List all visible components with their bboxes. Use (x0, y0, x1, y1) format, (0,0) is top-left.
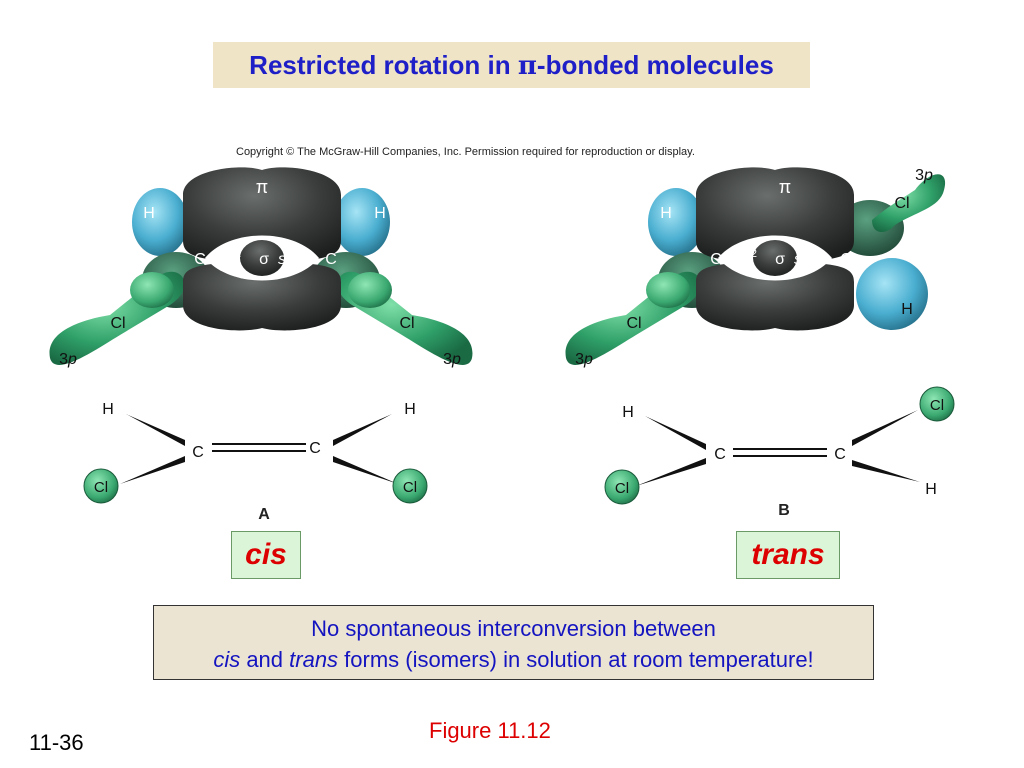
carbon-label: C (194, 251, 206, 268)
cis-label-box: cis (231, 531, 301, 579)
hydrogen-1s-lobe (856, 258, 928, 330)
note-and: and (240, 647, 290, 672)
hydrogen-1s-lobe (648, 188, 704, 256)
figure-caption: Figure 11.12 (429, 718, 551, 743)
pi-label: π (779, 177, 791, 197)
chlorine-atom: Cl (94, 479, 108, 496)
3p-label: 3p (575, 351, 593, 368)
slide-number: 11-36 (29, 730, 84, 755)
chlorine-atom: Cl (615, 480, 629, 497)
title-text-2: -bonded molecules (536, 49, 774, 80)
carbon-label: C (325, 251, 337, 268)
h-label: H (102, 401, 114, 418)
pi-orbital-upper (183, 167, 341, 262)
note-trans: trans (289, 647, 339, 672)
3p-label: 3p (443, 351, 461, 368)
note-line-1: No spontaneous interconversion between (311, 616, 716, 641)
sp2-label: sp2 (278, 248, 301, 268)
title-banner: Restricted rotation in π-bonded molecule… (213, 42, 810, 88)
pi-orbital-lower (183, 262, 341, 331)
chlorine-label: Cl (110, 315, 125, 332)
chlorine-lobe (130, 272, 174, 308)
pi-orbital-lower (696, 262, 854, 331)
note-rest: forms (isomers) in solution at room temp… (338, 647, 814, 672)
chlorine-label: Cl (399, 315, 414, 332)
slide-title: Restricted rotation in π-bonded molecule… (249, 50, 774, 81)
carbon-label: C (714, 446, 726, 463)
copyright-notice: Copyright © The McGraw-Hill Companies, I… (236, 146, 695, 158)
h-label: H (404, 401, 416, 418)
h-label: H (622, 404, 634, 421)
h-label: H (143, 205, 155, 222)
chlorine-3p-lobe (872, 174, 946, 233)
h-label: H (901, 301, 913, 318)
sp2-label: sp2 (794, 248, 817, 268)
carbon-label: C (834, 446, 846, 463)
figure-illustration: π H H C C sp2 σ sp2 Cl Cl 3p 3p H H C C … (49, 167, 955, 523)
note-line-2: cis and trans forms (isomers) in solutio… (154, 647, 873, 673)
trans-label: trans (751, 538, 825, 571)
chlorine-label: Cl (626, 315, 641, 332)
trans-orbital-diagram: π H C C sp2 σ sp2 Cl 3p Cl 3p H (565, 167, 946, 368)
title-text-1: Restricted rotation in (249, 49, 518, 80)
sigma-orbital (753, 240, 797, 276)
cis-label: cis (245, 538, 287, 571)
cis-orbital-diagram: π H H C C sp2 σ sp2 Cl Cl 3p 3p (49, 167, 473, 368)
sp2-label: sp2 (218, 248, 241, 268)
chlorine-lobe (348, 272, 392, 308)
h-label: H (374, 205, 386, 222)
hydrogen-1s-lobe (334, 188, 390, 256)
trans-label-box: trans (736, 531, 840, 579)
chlorine-atom: Cl (403, 479, 417, 496)
h-label: H (925, 481, 937, 498)
cis-structural-formula: H H C C Cl Cl A (83, 401, 428, 523)
note-box: No spontaneous interconversion between c… (153, 605, 874, 680)
chlorine-atom: Cl (930, 397, 944, 414)
sigma-orbital (240, 240, 284, 276)
hydrogen-1s-lobe (132, 188, 188, 256)
h-label: H (660, 205, 672, 222)
chlorine-lobe (646, 272, 690, 308)
panel-letter-b: B (778, 502, 790, 519)
sigma-label: σ (259, 251, 269, 268)
sp2-label: sp2 (734, 248, 757, 268)
pi-orbital-upper (696, 167, 854, 262)
chlorine-label: Cl (894, 195, 909, 212)
3p-label: 3p (59, 351, 77, 368)
carbon-label: C (840, 251, 852, 268)
panel-letter-a: A (258, 506, 270, 523)
carbon-label: C (192, 444, 204, 461)
note-cis: cis (213, 647, 241, 672)
sigma-label: σ (775, 251, 785, 268)
carbon-label: C (309, 440, 321, 457)
trans-structural-formula: H C C H Cl Cl B (604, 386, 955, 519)
title-pi: π (517, 50, 537, 81)
pi-label: π (256, 177, 268, 197)
carbon-label: C (710, 251, 722, 268)
3p-label: 3p (915, 167, 933, 184)
